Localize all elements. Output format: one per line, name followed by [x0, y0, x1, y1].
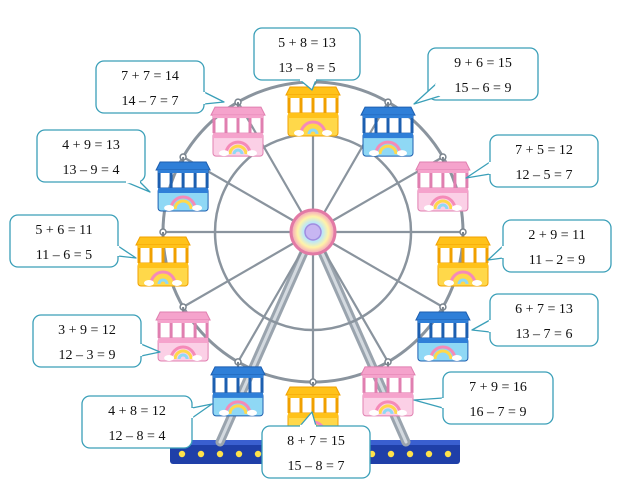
- equation-pair-top-right: 9 + 6 = 15 15 – 6 = 9: [428, 53, 538, 99]
- equation-callouts: [9, 27, 612, 479]
- cabin-right-upper: [415, 153, 471, 212]
- addition-equation: 9 + 6 = 15: [454, 56, 512, 71]
- cabin-right: [435, 228, 491, 287]
- addition-equation: 3 + 9 = 12: [58, 323, 116, 338]
- spoke: [182, 231, 314, 308]
- addition-equation: 4 + 9 = 13: [62, 138, 120, 153]
- cabin-left-lower: [155, 303, 211, 362]
- callout-bottom-left: [81, 395, 213, 449]
- cabin-top-left: [210, 98, 266, 157]
- subtraction-equation: 13 – 9 = 4: [62, 163, 120, 178]
- addition-equation: 8 + 7 = 15: [287, 434, 345, 449]
- subtraction-equation: 12 – 5 = 7: [515, 168, 573, 183]
- base-light: [216, 450, 224, 458]
- base-light: [178, 450, 186, 458]
- equation-pair-right: 2 + 9 = 11 11 – 2 = 9: [503, 225, 611, 271]
- subtraction-equation: 16 – 7 = 9: [469, 405, 527, 420]
- cabin-bottom-left: [210, 358, 266, 417]
- spoke: [312, 231, 389, 363]
- wheel-hub: [289, 208, 337, 256]
- cabin-right-lower: [415, 303, 471, 362]
- base-light: [425, 450, 433, 458]
- subtraction-equation: 15 – 8 = 7: [287, 459, 345, 474]
- addition-equation: 5 + 8 = 13: [278, 36, 336, 51]
- cabin-bottom-right: [360, 358, 416, 417]
- equation-pair-left: 5 + 6 = 11 11 – 6 = 5: [10, 220, 118, 266]
- callout-top: [253, 27, 361, 91]
- base-light: [387, 450, 395, 458]
- subtraction-equation: 13 – 8 = 5: [278, 61, 336, 76]
- cabins: [135, 78, 491, 437]
- subtraction-equation: 13 – 7 = 6: [515, 327, 573, 342]
- callout-right-lower: [471, 293, 599, 347]
- subtraction-equation: 15 – 6 = 9: [454, 81, 512, 96]
- callout-bottom: [261, 411, 371, 479]
- addition-equation: 7 + 7 = 14: [121, 69, 179, 84]
- subtraction-equation: 12 – 8 = 4: [108, 429, 166, 444]
- cabin-left: [135, 228, 191, 287]
- addition-equation: 2 + 9 = 11: [528, 228, 586, 243]
- callout-left: [9, 214, 137, 268]
- addition-equation: 7 + 9 = 16: [469, 380, 527, 395]
- equation-pair-right-upper: 7 + 5 = 12 12 – 5 = 7: [490, 140, 598, 186]
- equation-pair-top: 5 + 8 = 13 13 – 8 = 5: [254, 33, 360, 79]
- subtraction-equation: 12 – 3 = 9: [58, 348, 116, 363]
- subtraction-equation: 14 – 7 = 7: [121, 94, 179, 109]
- addition-equation: 7 + 5 = 12: [515, 143, 573, 158]
- equation-pair-right-lower: 6 + 7 = 13 13 – 7 = 6: [490, 299, 598, 345]
- base-light: [197, 450, 205, 458]
- equation-pair-bottom-left: 4 + 8 = 12 12 – 8 = 4: [82, 401, 192, 447]
- spoke: [237, 231, 314, 363]
- spoke: [312, 231, 444, 308]
- callout-top-left: [95, 60, 225, 114]
- callout-bottom-right: [413, 371, 554, 425]
- cabin-top-right: [360, 98, 416, 157]
- addition-equation: 5 + 6 = 11: [35, 223, 93, 238]
- base-light: [235, 450, 243, 458]
- callout-right: [487, 219, 612, 273]
- base-light: [406, 450, 414, 458]
- addition-equation: 4 + 8 = 12: [108, 404, 166, 419]
- callout-right-upper: [465, 134, 599, 188]
- base-light: [254, 450, 262, 458]
- base-light: [444, 450, 452, 458]
- equation-pair-left-upper: 4 + 9 = 13 13 – 9 = 4: [37, 135, 145, 181]
- callout-left-upper: [36, 129, 151, 193]
- equation-pair-bottom: 8 + 7 = 15 15 – 8 = 7: [262, 431, 370, 477]
- subtraction-equation: 11 – 2 = 9: [528, 253, 586, 268]
- subtraction-equation: 11 – 6 = 5: [35, 248, 93, 263]
- callout-left-lower: [32, 314, 161, 368]
- addition-equation: 6 + 7 = 13: [515, 302, 573, 317]
- equation-pair-bottom-right: 7 + 9 = 16 16 – 7 = 9: [443, 377, 553, 423]
- cabin-left-upper: [155, 153, 211, 212]
- callout-top-right: [413, 47, 539, 105]
- equation-pair-left-lower: 3 + 9 = 12 12 – 3 = 9: [33, 320, 141, 366]
- equation-pair-top-left: 7 + 7 = 14 14 – 7 = 7: [96, 66, 204, 112]
